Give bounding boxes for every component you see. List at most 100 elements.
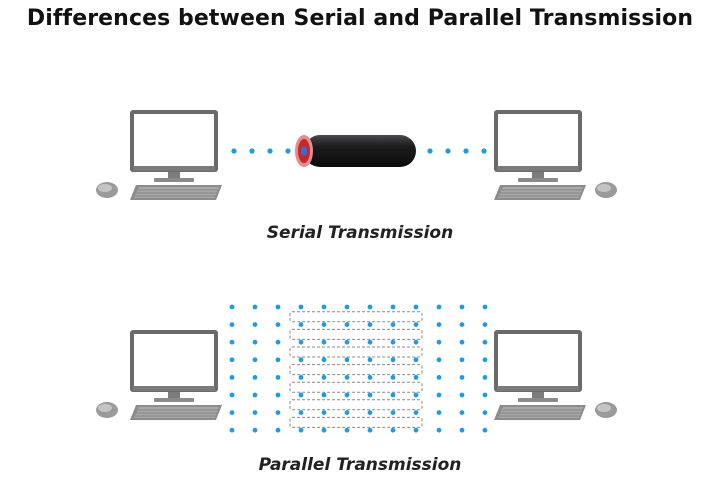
data-bit-dot bbox=[298, 427, 304, 433]
data-bit-dot bbox=[275, 357, 281, 363]
serial-left-computer bbox=[96, 109, 223, 201]
data-bit-dot bbox=[249, 148, 255, 154]
data-bit-dot bbox=[482, 427, 488, 433]
data-bit-dot bbox=[229, 357, 235, 363]
data-bit-dot bbox=[482, 304, 488, 310]
computer-monitor-icon bbox=[493, 329, 587, 421]
data-bit-dot bbox=[413, 410, 419, 415]
data-bit-dot bbox=[344, 375, 350, 380]
data-bit-dot bbox=[413, 392, 419, 398]
data-bit-dot bbox=[229, 375, 235, 380]
parallel-wire bbox=[289, 364, 423, 376]
data-bit-dot bbox=[252, 304, 258, 310]
data-bit-dot bbox=[390, 375, 396, 380]
data-bit-dot bbox=[367, 339, 373, 345]
data-bit-dot bbox=[482, 410, 488, 415]
data-bit-dot bbox=[344, 304, 350, 310]
data-bit-dot bbox=[252, 410, 258, 415]
data-bit-dot bbox=[321, 322, 327, 327]
data-bit-dot bbox=[390, 339, 396, 345]
data-bit-dot bbox=[463, 148, 469, 154]
data-bit-dot bbox=[229, 392, 235, 398]
data-bit-dot bbox=[298, 375, 304, 380]
data-bit-dot bbox=[252, 339, 258, 345]
parallel-dot-grid bbox=[229, 304, 488, 433]
serial-dots-right bbox=[427, 148, 487, 154]
data-bit-dot bbox=[252, 427, 258, 433]
data-bit-dot bbox=[252, 375, 258, 380]
data-bit-dot bbox=[321, 375, 327, 380]
data-bit-dot bbox=[436, 427, 442, 433]
data-bit-dot bbox=[459, 427, 465, 433]
data-bit-dot bbox=[459, 339, 465, 345]
data-bit-dot bbox=[252, 357, 258, 363]
parallel-wire bbox=[289, 416, 423, 428]
data-bit-dot bbox=[390, 410, 396, 415]
data-bit-dot bbox=[275, 410, 281, 415]
data-bit-dot bbox=[229, 427, 235, 433]
mouse-icon bbox=[96, 182, 118, 198]
data-bit-dot bbox=[367, 357, 373, 363]
data-bit-dot bbox=[344, 410, 350, 415]
serial-transmission-label: Serial Transmission bbox=[266, 223, 454, 243]
computer-monitor-icon bbox=[493, 109, 587, 201]
data-bit-dot bbox=[367, 427, 373, 433]
data-bit-dot bbox=[252, 322, 258, 327]
data-bit-dot bbox=[344, 427, 350, 433]
data-bit-dot bbox=[367, 392, 373, 398]
data-bit-dot bbox=[459, 375, 465, 380]
data-bit-dot bbox=[390, 392, 396, 398]
data-bit-dot bbox=[436, 322, 442, 327]
data-bit-dot bbox=[390, 427, 396, 433]
computer-monitor-icon bbox=[129, 109, 223, 201]
parallel-wire bbox=[289, 311, 423, 323]
data-bit-dot bbox=[413, 357, 419, 363]
data-bit-dot bbox=[229, 339, 235, 345]
data-bit-dot bbox=[298, 322, 304, 327]
mouse-icon bbox=[96, 402, 118, 418]
data-bit-dot bbox=[436, 392, 442, 398]
computer-monitor-icon bbox=[129, 329, 223, 421]
parallel-wire bbox=[289, 346, 423, 358]
parallel-right-computer bbox=[493, 329, 617, 421]
data-bit-dot bbox=[481, 148, 487, 154]
data-bit-dot bbox=[321, 304, 327, 310]
serial-right-computer bbox=[493, 109, 617, 201]
data-bit-dot bbox=[413, 322, 419, 327]
page-title: Differences between Serial and Parallel … bbox=[26, 6, 694, 31]
data-bit-dot bbox=[427, 148, 433, 154]
data-bit-dot bbox=[436, 339, 442, 345]
data-bit-dot bbox=[321, 339, 327, 345]
data-bit-dot bbox=[275, 392, 281, 398]
data-bit-dot bbox=[459, 304, 465, 310]
data-bit-dot bbox=[445, 148, 451, 154]
data-bit-dot bbox=[413, 427, 419, 433]
data-bit-dot bbox=[367, 375, 373, 380]
data-bit-dot bbox=[367, 322, 373, 327]
data-bit-dot bbox=[252, 392, 258, 398]
parallel-left-computer bbox=[96, 329, 223, 421]
data-bit-dot bbox=[459, 357, 465, 363]
data-bit-dot bbox=[459, 392, 465, 398]
data-bit-dot bbox=[344, 357, 350, 363]
data-bit-dot bbox=[229, 304, 235, 310]
data-bit-dot bbox=[413, 375, 419, 380]
data-bit-dot bbox=[229, 322, 235, 327]
data-bit-dot bbox=[459, 322, 465, 327]
parallel-wire bbox=[289, 399, 423, 411]
data-bit-dot bbox=[436, 304, 442, 310]
data-bit-dot bbox=[275, 322, 281, 327]
data-bit-dot bbox=[285, 148, 291, 154]
data-bit-dot bbox=[344, 339, 350, 345]
data-bit-dot bbox=[482, 339, 488, 345]
data-bit-dot bbox=[275, 339, 281, 345]
parallel-wire bbox=[289, 381, 423, 393]
parallel-wires bbox=[289, 311, 423, 428]
data-bit-dot bbox=[482, 322, 488, 327]
data-bit-dot bbox=[275, 427, 281, 433]
data-bit-dot bbox=[344, 322, 350, 327]
data-bit-dot bbox=[298, 339, 304, 345]
data-bit-dot bbox=[275, 375, 281, 380]
data-bit-dot bbox=[436, 357, 442, 363]
